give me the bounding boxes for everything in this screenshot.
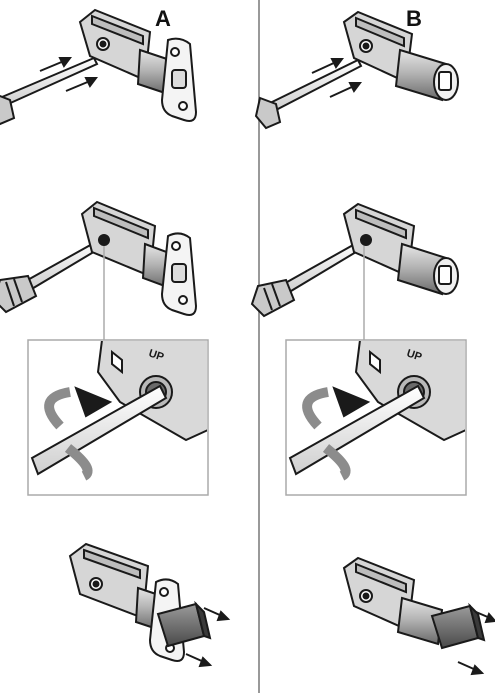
screwdriver-a1 bbox=[0, 56, 99, 126]
latch-body-b1 bbox=[342, 10, 459, 102]
extend-arrows-a3 bbox=[185, 607, 231, 668]
panel-a-label: A bbox=[155, 6, 171, 31]
screwdriver-b1 bbox=[254, 58, 363, 130]
screwdriver-b2 bbox=[250, 238, 368, 318]
latch-body-a1 bbox=[78, 8, 172, 96]
panel-b-label: B bbox=[406, 6, 422, 31]
screwdriver-a2 bbox=[0, 236, 109, 314]
insert-arrows-b1 bbox=[311, 58, 362, 98]
panel-a: UP bbox=[0, 8, 231, 668]
panel-b: UP bbox=[250, 10, 495, 676]
latch-body-a2 bbox=[80, 200, 174, 290]
latch-bolt-b3 bbox=[430, 602, 486, 650]
faceplate-a1 bbox=[160, 37, 198, 122]
latch-body-a3 bbox=[68, 542, 164, 632]
latch-body-b3 bbox=[342, 556, 444, 646]
extend-arrows-b3 bbox=[457, 611, 495, 676]
insert-arrows-a1 bbox=[39, 57, 98, 92]
latch-body-b2 bbox=[342, 202, 459, 296]
callout-up-label-a: UP bbox=[147, 347, 165, 363]
callout-b: UP bbox=[285, 339, 467, 496]
step-2-latch-a bbox=[0, 200, 198, 340]
step-1-latch-b bbox=[254, 10, 459, 130]
step-1-latch-a bbox=[0, 8, 198, 126]
latch-bolt-a3 bbox=[156, 600, 212, 648]
callout-up-label-b: UP bbox=[405, 347, 423, 363]
callout-a: UP bbox=[27, 339, 209, 496]
faceplate-a2 bbox=[160, 232, 198, 316]
step-3-latch-b bbox=[342, 556, 495, 676]
step-2-latch-b bbox=[250, 202, 459, 340]
step-3-latch-a bbox=[68, 542, 231, 668]
